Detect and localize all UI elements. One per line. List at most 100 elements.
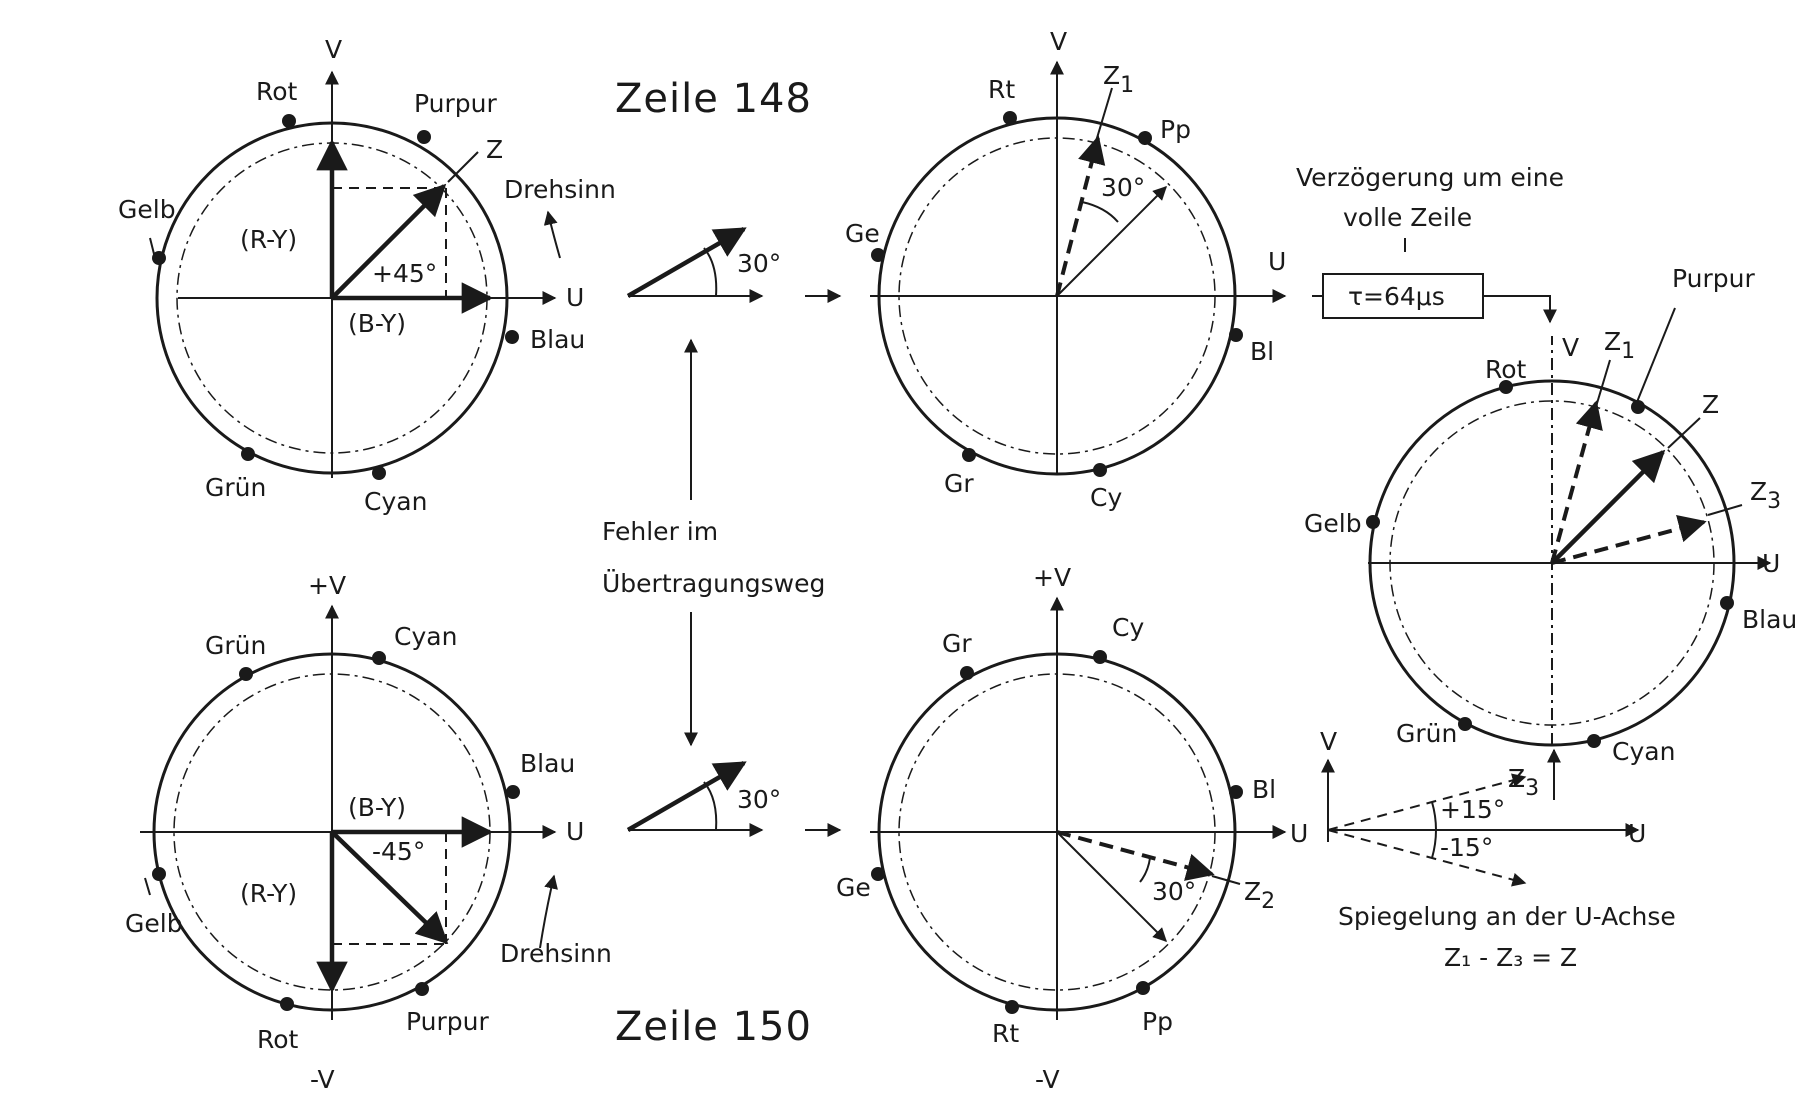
blau-label: Blau <box>530 325 585 354</box>
blau-label: Blau <box>1742 605 1797 634</box>
gruen-label: Grün <box>1396 719 1457 748</box>
mirror-diagram: V U Z3 +15° -15° Spiegelung an der U-Ach… <box>1320 727 1676 972</box>
z1-pointer <box>1093 87 1113 149</box>
blau-label: Blau <box>520 749 575 778</box>
blau-dot <box>506 785 520 799</box>
rotated-vector <box>626 761 747 832</box>
tau-label: τ=64μs <box>1348 282 1445 311</box>
transmission-error-annotation: Fehler im Übertragungsweg <box>602 338 825 747</box>
vector-circle-line150: +V -V U (B-Y) (R-Y) -45° Drehsinn Grün C… <box>125 571 612 1094</box>
v-label: V <box>1050 27 1067 56</box>
thirty-label: 30° <box>1101 173 1145 202</box>
fehler-line2: Übertragungsweg <box>602 569 825 598</box>
z-pointer <box>1667 417 1701 449</box>
cy-dot <box>1093 463 1107 477</box>
v-label: V <box>325 35 342 64</box>
cyan-dot <box>372 466 386 480</box>
u-label: U <box>566 817 584 846</box>
cyan-label: Cyan <box>1612 737 1675 766</box>
rot-dot <box>1499 380 1513 394</box>
thirty-label: 30° <box>737 785 781 814</box>
rot-dot <box>282 114 296 128</box>
rt-label: Rt <box>992 1019 1019 1048</box>
bl-dot <box>1229 328 1243 342</box>
z1-label: Z1 <box>1103 61 1134 98</box>
delay-output-arrow <box>1483 295 1557 324</box>
rotated-vector <box>626 227 747 298</box>
drehsinn-label: Drehsinn <box>500 939 612 968</box>
r-y-label: (R-Y) <box>240 879 297 908</box>
z3-label: Z3 <box>1508 764 1539 801</box>
bl-label: Bl <box>1252 775 1276 804</box>
minus15-label: -15° <box>1440 833 1493 862</box>
cyan-dot <box>1587 734 1601 748</box>
z3-vector <box>1327 773 1527 831</box>
gr-dot <box>962 448 976 462</box>
vector-circle-line148-error: V U Z1 30° Rt Pp Ge Bl Gr Cy <box>845 27 1287 512</box>
angle-label: +45° <box>372 259 437 288</box>
z-vector <box>1056 831 1167 942</box>
gr-label: Gr <box>942 629 972 658</box>
spiegel-line2: Z₁ - Z₃ = Z <box>1444 943 1577 972</box>
purpur-label: Purpur <box>406 1007 489 1036</box>
v-label: V <box>1562 333 1579 362</box>
rotation-arrow <box>543 210 561 259</box>
ge-dot <box>871 248 885 262</box>
z-vector <box>330 830 449 945</box>
gruen-dot <box>241 447 255 461</box>
pp-label: Pp <box>1160 115 1191 144</box>
verz-line1: Verzögerung um eine <box>1296 163 1564 192</box>
ge-label: Ge <box>836 873 871 902</box>
z-pointer <box>447 151 479 183</box>
b-y-label: (B-Y) <box>348 309 406 338</box>
purpur-pointer <box>1636 307 1676 403</box>
rt-dot <box>1003 111 1017 125</box>
zeile150-title: Zeile 150 <box>615 1004 812 1050</box>
gelb-dot <box>152 867 166 881</box>
bl-label: Bl <box>1250 337 1274 366</box>
phase-error-indicator-bottom: 30° <box>626 761 842 837</box>
purpur-dot <box>417 130 431 144</box>
vector-circle-line150-error: +V -V U Z2 30° Gr Cy Bl Ge Rt Pp <box>836 563 1308 1094</box>
gruen-dot <box>239 667 253 681</box>
b-y-label: (B-Y) <box>348 793 406 822</box>
angle-arc <box>703 781 718 831</box>
u-label: U <box>1268 247 1286 276</box>
pp-label: Pp <box>1142 1007 1173 1036</box>
gelb-pointer <box>144 877 151 896</box>
u-label: U <box>566 283 584 312</box>
rot-label: Rot <box>256 77 298 106</box>
phase-error-indicator-top: 30° <box>626 227 842 303</box>
purpur-label: Purpur <box>414 89 497 118</box>
plus15-label: +15° <box>1440 795 1505 824</box>
rot-label: Rot <box>1485 355 1527 384</box>
vector-circle-line148: V U (R-Y) (B-Y) +45° Z Drehsinn Rot Purp… <box>118 35 616 516</box>
z1-label: Z1 <box>1604 327 1635 364</box>
cy-dot <box>1093 650 1107 664</box>
gruen-dot <box>1458 717 1472 731</box>
angle-arc <box>1431 801 1437 859</box>
cy-label: Cy <box>1090 483 1122 512</box>
z3-label: Z3 <box>1750 477 1781 514</box>
u-label: U <box>1628 819 1646 848</box>
z3-pointer <box>1707 504 1743 516</box>
ge-dot <box>871 867 885 881</box>
z2-mirror-vector <box>1327 829 1527 887</box>
cyan-dot <box>372 651 386 665</box>
gelb-dot <box>152 251 166 265</box>
thirty-label: 30° <box>1152 877 1196 906</box>
rot-label: Rot <box>257 1025 299 1054</box>
gelb-dot <box>1366 515 1380 529</box>
rt-label: Rt <box>988 75 1015 104</box>
cyan-label: Cyan <box>394 622 457 651</box>
ge-label: Ge <box>845 219 880 248</box>
drehsinn-label: Drehsinn <box>504 175 616 204</box>
z-vector <box>330 183 447 300</box>
u-label: U <box>1762 549 1780 578</box>
angle-arc <box>1081 201 1119 223</box>
gelb-label: Gelb <box>118 195 176 224</box>
rotation-arrow <box>539 874 558 949</box>
z1-vector <box>1550 400 1603 564</box>
plus-v-label: +V <box>308 571 346 600</box>
